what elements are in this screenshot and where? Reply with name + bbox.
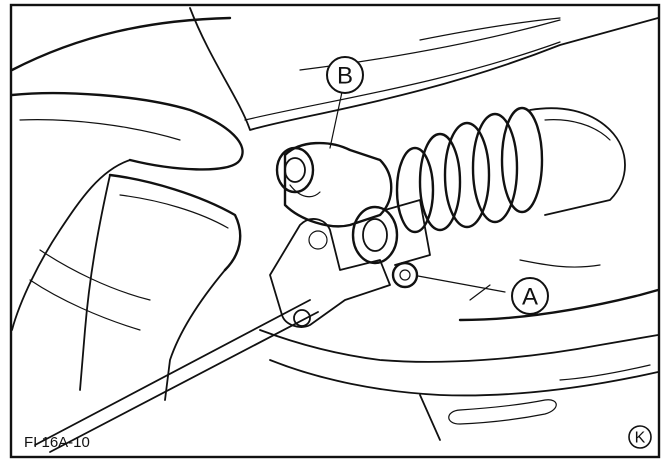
callout-b: B: [326, 56, 364, 94]
leader-b: [329, 91, 343, 149]
left-body-shape: [10, 91, 244, 331]
callout-a: A: [511, 277, 549, 315]
slave-cylinder: [351, 199, 431, 289]
floor-panel: [259, 259, 660, 441]
corner-mark: K: [628, 425, 652, 449]
cylinder-body: [275, 141, 393, 228]
rubber-boot: [395, 106, 626, 234]
callout-b-label: B: [337, 63, 353, 90]
callout-a-label: A: [522, 284, 538, 311]
figure-code: FI 16A-10: [24, 434, 90, 451]
leader-a: [417, 275, 506, 293]
lower-bracket: [29, 173, 242, 401]
upper-body-panel: [10, 7, 659, 131]
corner-mark-letter: K: [635, 430, 646, 447]
